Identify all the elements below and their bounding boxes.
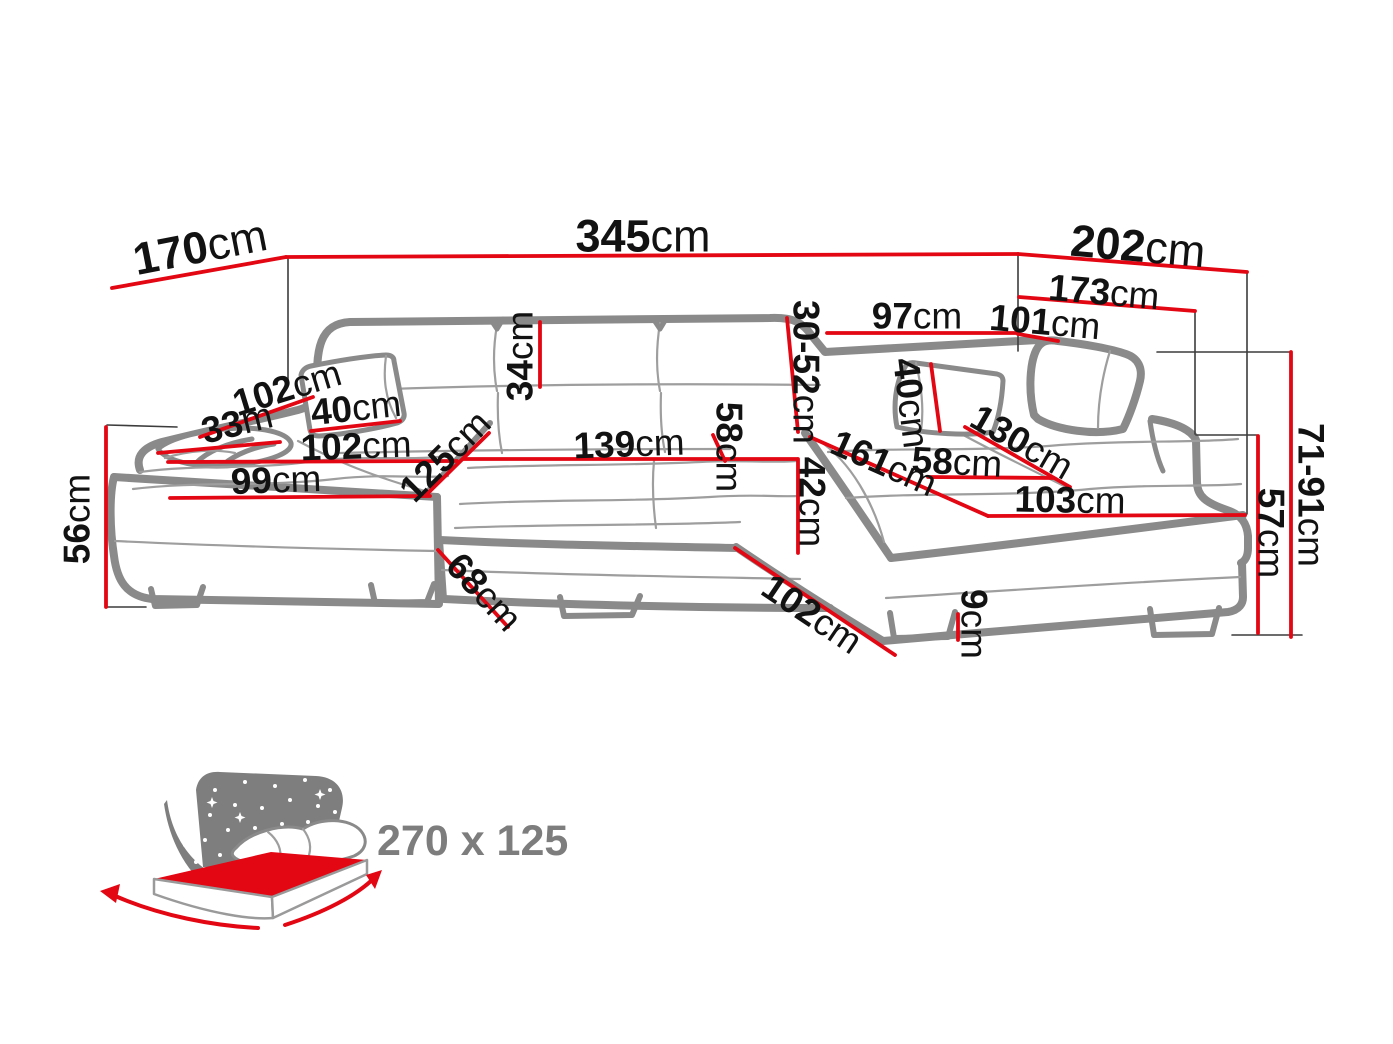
dimension-label-seat-depth-center: 58cm [708,401,750,493]
dimension-label-right-back-segment: 101cm [987,296,1103,348]
bed-base [152,858,369,920]
dimension-label-total-width: 345cm [575,210,711,262]
dimension-label-seat-height-left: 56cm [56,473,98,565]
dimension-label-arm-height-right: 57cm [1250,487,1292,579]
dimension-label-chaise-right-front: 103cm [1014,478,1126,522]
dimension-label-middle-seat: 139cm [572,421,686,467]
dimension-label-headrest-range: 30-52cm [785,300,827,444]
dimension-lines [104,252,1293,657]
dimension-label-leg-height: 9cm [953,589,995,659]
dimension-label-backrest-height: 34cm [499,310,541,402]
unfold-arrows [111,878,374,930]
dimension-label-back-height-range: 71-91cm [1290,423,1332,567]
sleeping-area-icon [100,771,382,930]
dimension-label-right-depth: 202cm [1068,214,1208,278]
sleeping-area-size: 270 x 125 [377,817,569,865]
dimension-label-back-segment: 97cm [871,295,963,337]
sofa-legs [148,581,1222,641]
dimension-label-chaise-left-front: 99cm [230,457,322,503]
bed-mattress [154,852,367,897]
dimension-label-seat-height-inner: 42cm [791,456,833,548]
dimension-label-pillow-right: 40cm [885,355,937,451]
dimension-label-seat-right-width: 58cm [910,439,1004,485]
